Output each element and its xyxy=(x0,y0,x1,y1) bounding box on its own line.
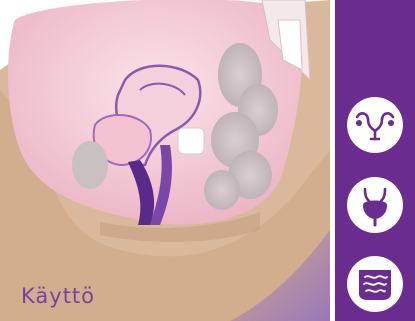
uterus-icon xyxy=(353,103,397,147)
bladder-icon xyxy=(353,183,397,227)
intestine-icon xyxy=(353,262,397,306)
side-icon-panel xyxy=(335,0,415,321)
anatomy-illustration xyxy=(0,0,335,321)
caption-label: Käyttö xyxy=(21,284,95,308)
intestine-icon-button[interactable] xyxy=(347,256,403,312)
bladder-icon-button[interactable] xyxy=(347,177,403,233)
uterus-icon-button[interactable] xyxy=(347,97,403,153)
